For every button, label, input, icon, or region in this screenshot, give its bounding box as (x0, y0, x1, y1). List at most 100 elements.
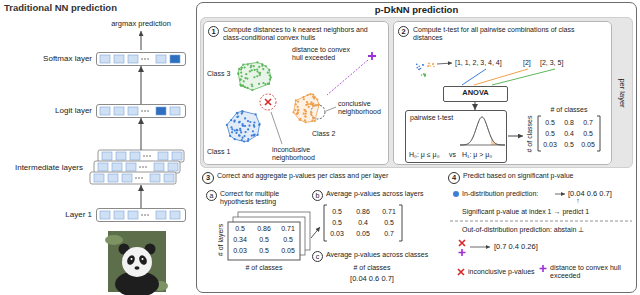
drawing-rect (158, 152, 168, 160)
drawing-circle (269, 78, 271, 80)
drawing-circle (422, 64, 424, 66)
drawing-circle (308, 106, 310, 108)
drawing-circle (142, 258, 144, 260)
drawing-circle (305, 121, 307, 123)
drawing-circle (135, 177, 136, 178)
drawing-circle (226, 124, 228, 126)
drawing-rect (172, 152, 182, 160)
anova-box: ANOVA (443, 86, 508, 102)
drawing-circle (144, 58, 145, 59)
drawing-circle (253, 134, 255, 136)
drawing-circle (428, 63, 430, 65)
node-fill (203, 21, 389, 165)
drawing-circle (231, 128, 233, 130)
drawing-circle (254, 69, 256, 71)
drawing-circle (309, 93, 311, 95)
drawing-circle (234, 120, 236, 122)
drawing-circle (312, 116, 314, 118)
drawing-rect (170, 55, 180, 63)
step-number: b (313, 191, 322, 200)
drawing-circle (251, 134, 253, 136)
drawing-circle (255, 113, 257, 115)
node-fill (206, 190, 217, 201)
matrix-bracket (538, 116, 600, 151)
matrix-cell: 0.5 (235, 225, 245, 233)
step-number: 1 (208, 26, 219, 37)
step-box: 2Compute t-test for all pairwise combina… (393, 21, 612, 165)
drawing-circle (243, 135, 245, 137)
matrix-cell: 0.5 (332, 219, 342, 227)
drawing-circle (262, 82, 264, 84)
drawing-circle (240, 68, 242, 70)
axis-label: # of classes (551, 106, 588, 114)
matrix-cell: 0.05 (356, 230, 370, 238)
drawing-circle (240, 85, 242, 87)
node-text: vs (449, 151, 456, 159)
node-heading: Softmax layer (43, 54, 92, 63)
note: In-distribution prediction: (462, 190, 538, 198)
drawing-rect (170, 211, 180, 219)
step-number: 3 (203, 173, 213, 183)
matrix-cell: 0.4 (358, 219, 368, 227)
drawing-circle (259, 123, 261, 125)
node-heading: Layer 1 (65, 210, 92, 219)
drawing-rect (168, 163, 178, 171)
drawing-circle (304, 115, 306, 117)
drawing-circle (234, 138, 236, 140)
drawing-circle (312, 117, 314, 119)
drawing-circle (248, 125, 250, 127)
drawing-circle (420, 68, 422, 70)
drawing-circle (243, 140, 245, 142)
flow-arrow (141, 66, 142, 104)
neuron-row (100, 55, 180, 63)
drawing-path (265, 99, 271, 105)
drawing-circle (432, 64, 434, 66)
drawing-line (326, 107, 336, 111)
drawing-rect (170, 107, 180, 115)
drawing-circle (141, 58, 142, 59)
drawing-circle (242, 124, 244, 126)
node-fill (96, 52, 186, 66)
matrix-cell: 0.5 (545, 119, 555, 127)
drawing-circle (302, 96, 304, 98)
drawing-circle (307, 103, 309, 105)
drawing-circle (143, 155, 144, 156)
drawing-circle (267, 82, 269, 84)
step1-markers (260, 52, 376, 144)
drawing-circle (421, 74, 423, 76)
drawing-circle (230, 119, 232, 121)
matrix-cell: 0.86 (257, 225, 271, 233)
node-heading: Correct for multiple hypothesis testing (220, 190, 308, 206)
drawing-circle (247, 128, 249, 130)
drawing-circle (251, 89, 253, 91)
node-fill (405, 110, 507, 163)
panel-title: Traditional NN prediction (4, 3, 117, 14)
node-fill (393, 21, 612, 165)
drawing-circle (244, 117, 246, 119)
drawing-rect (114, 211, 124, 219)
drawing-circle (428, 65, 430, 67)
node-heading: Correct and aggregate p-values per class… (217, 172, 437, 180)
drawing-circle (229, 135, 231, 137)
flow-arrow (141, 118, 142, 150)
drawing-circle (247, 64, 249, 66)
drawing-circle (314, 120, 316, 122)
matrix-cell: 0.86 (356, 208, 370, 216)
drawing-rect (100, 211, 110, 219)
drawing-circle (247, 120, 249, 122)
step-circle: 4Predict based on significant p-value (448, 172, 460, 184)
convex-hull (227, 111, 260, 141)
node-fill (200, 17, 633, 168)
drawing-path (311, 227, 320, 238)
drawing-ellipse (126, 254, 137, 266)
drawing-rect (122, 174, 132, 182)
drawing-circle (234, 129, 236, 131)
drawing-circle (303, 98, 305, 100)
drawing-circle (428, 62, 430, 64)
drawing-rect (108, 174, 118, 182)
drawing-rect (94, 161, 180, 173)
class-label: Class 1 (207, 148, 230, 156)
drawing-circle (305, 116, 307, 118)
axis-label: # of classes (526, 116, 534, 153)
drawing-circle (236, 116, 238, 118)
